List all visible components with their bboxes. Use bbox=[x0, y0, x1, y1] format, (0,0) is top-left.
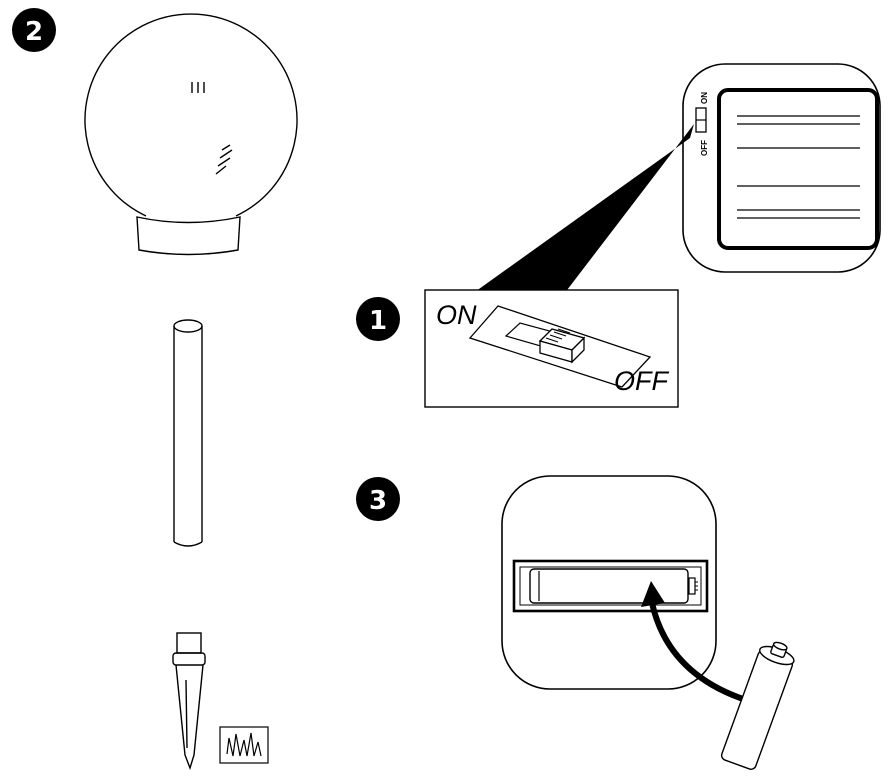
switch-off-label: OFF bbox=[614, 366, 669, 396]
aa-battery-icon bbox=[720, 641, 795, 770]
insert-arrow-icon bbox=[641, 581, 747, 703]
step-1-badge: 1 bbox=[356, 297, 400, 341]
pole-tube-icon bbox=[173, 319, 203, 547]
grass-icon bbox=[219, 726, 269, 764]
panel-switch-on-label: ON bbox=[700, 92, 709, 104]
step-2-badge: 2 bbox=[12, 8, 56, 52]
step-3-badge: 3 bbox=[356, 477, 400, 521]
switch-slider bbox=[504, 322, 586, 364]
step-2-number: 2 bbox=[25, 17, 43, 47]
glass-globe-icon bbox=[84, 13, 298, 256]
zoom-callout-wedge bbox=[472, 124, 694, 294]
solar-panel-icon bbox=[682, 63, 881, 273]
panel-switch: ON OFF bbox=[695, 92, 709, 156]
step-3-number: 3 bbox=[369, 486, 387, 516]
panel-switch-off-label: OFF bbox=[700, 140, 709, 156]
switch-on-label: ON bbox=[436, 300, 477, 330]
battery-compartment-icon bbox=[501, 475, 717, 690]
switch-detail-box: ON OFF bbox=[424, 289, 679, 408]
step-1-number: 1 bbox=[369, 306, 387, 336]
ground-spike-icon bbox=[172, 632, 206, 771]
